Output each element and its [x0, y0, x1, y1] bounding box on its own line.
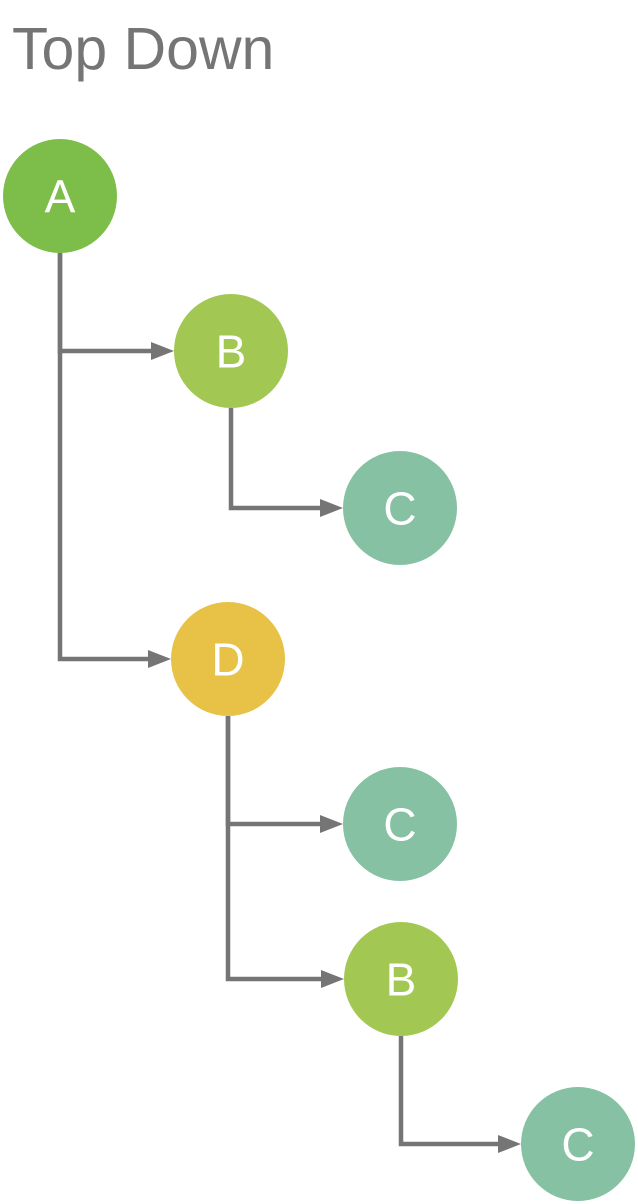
- node-label: B: [386, 954, 417, 1006]
- edge-B2-C3: [398, 1036, 521, 1153]
- edge-B1-C1: [228, 408, 343, 517]
- node-C2: C: [343, 767, 457, 881]
- node-label: A: [45, 171, 76, 223]
- node-circle: [3, 139, 117, 253]
- arrowhead-icon: [320, 815, 343, 833]
- edge-D-B2: [225, 716, 344, 988]
- node-C1: C: [343, 451, 457, 565]
- arrowhead-icon: [320, 499, 343, 517]
- node-label: B: [216, 326, 247, 378]
- node-B1: B: [174, 294, 288, 408]
- arrowhead-icon: [148, 650, 171, 668]
- node-circle: [343, 451, 457, 565]
- edge-A-B1: [57, 253, 174, 360]
- node-circle: [171, 602, 285, 716]
- node-B2: B: [344, 922, 458, 1036]
- arrowhead-icon: [498, 1135, 521, 1153]
- node-circle: [344, 922, 458, 1036]
- arrowhead-icon: [151, 342, 174, 360]
- node-label: C: [561, 1119, 594, 1171]
- edge-A-D: [57, 253, 171, 668]
- node-circle: [343, 767, 457, 881]
- page-title: Top Down: [12, 16, 275, 82]
- node-D: D: [171, 602, 285, 716]
- arrowhead-icon: [321, 970, 344, 988]
- node-label: C: [383, 483, 416, 535]
- node-label: D: [211, 634, 244, 686]
- node-label: C: [383, 799, 416, 851]
- node-A: A: [3, 139, 117, 253]
- node-C3: C: [521, 1087, 635, 1201]
- node-circle: [521, 1087, 635, 1201]
- node-circle: [174, 294, 288, 408]
- edge-D-C2: [225, 716, 343, 833]
